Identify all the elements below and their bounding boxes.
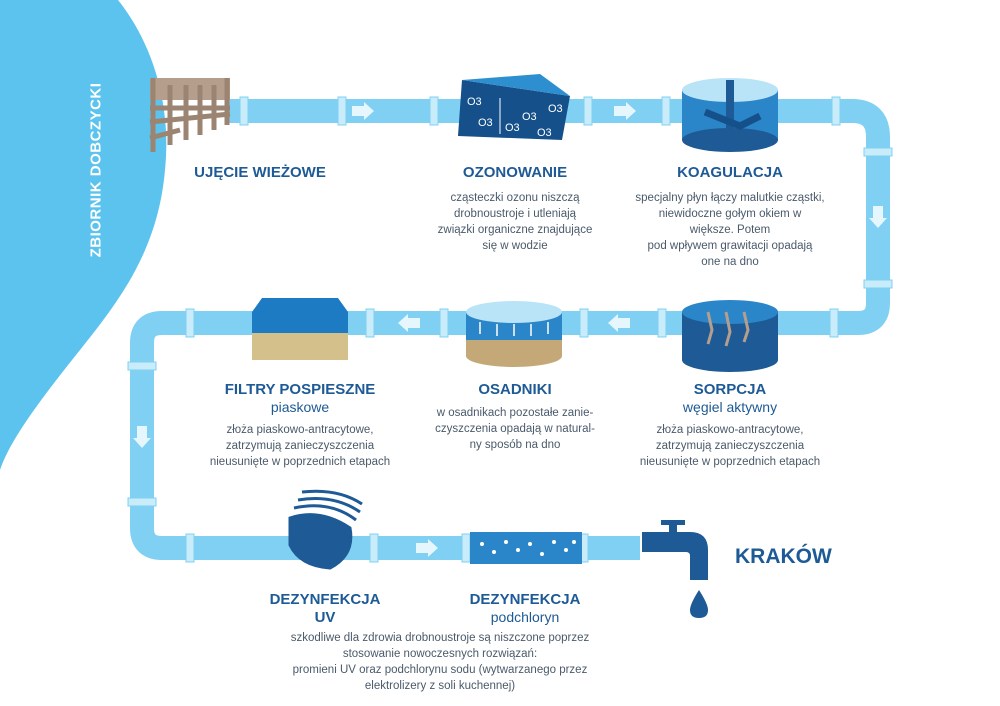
sorption-block: SORPCJA węgiel aktywny złoża piaskowo-an… bbox=[620, 381, 840, 470]
ozone-tank-icon: O3 O3 O3 O3 O3 O3 bbox=[458, 74, 570, 140]
rapid-filters-subtitle: piaskowe bbox=[270, 399, 330, 415]
pipe-joints bbox=[127, 96, 893, 563]
coagulation-title: KOAGULACJA bbox=[677, 164, 783, 181]
ozone-label: O3 bbox=[537, 127, 552, 139]
rapid-filters-title: FILTRY POSPIESZNE bbox=[224, 381, 376, 398]
ozone-label: O3 bbox=[467, 96, 482, 108]
sorption-tank-icon bbox=[682, 300, 778, 372]
flow-arrow-icon bbox=[608, 314, 630, 332]
flow-arrow-icon bbox=[869, 206, 887, 228]
coagulation-tank-icon bbox=[682, 78, 778, 152]
ozone-label: O3 bbox=[505, 122, 520, 134]
ozonation-title: OZONOWANIE bbox=[462, 164, 568, 181]
settler-tank-icon bbox=[466, 301, 562, 367]
sorption-desc: złoża piaskowo-antracytowe, zatrzymują z… bbox=[639, 424, 821, 468]
coagulation-desc: specjalny płyn łączy malutkie cząstki, n… bbox=[635, 192, 825, 268]
water-tap-icon bbox=[642, 520, 708, 580]
ozone-label: O3 bbox=[548, 103, 563, 115]
reservoir-shape bbox=[0, 0, 167, 470]
ozone-label: O3 bbox=[522, 111, 537, 123]
intake-title: UJĘCIE WIEŻOWE bbox=[194, 164, 326, 181]
tower-icon bbox=[149, 78, 231, 152]
hypochlorite-tube-icon bbox=[470, 532, 582, 564]
flow-arrow-icon bbox=[398, 314, 420, 332]
destination-label: KRAKÓW bbox=[735, 545, 832, 568]
reservoir-label: ZBIORNIK DOBCZYCKI bbox=[87, 82, 105, 258]
hypochlorite-block: DEZYNFEKCJA podchloryn bbox=[445, 591, 605, 626]
ozonation-block: OZONOWANIE cząsteczki ozonu niszczą drob… bbox=[420, 164, 610, 254]
hypochlorite-subtitle: podchloryn bbox=[490, 609, 560, 625]
settlers-desc: w osadnikach pozostałe zanie- czyszczeni… bbox=[435, 407, 595, 451]
settlers-title: OSADNIKI bbox=[478, 381, 552, 398]
coagulation-block: KOAGULACJA specjalny płyn łączy malutkie… bbox=[620, 164, 840, 270]
hypochlorite-title: DEZYNFEKCJA bbox=[469, 591, 581, 608]
sand-filter-icon bbox=[252, 298, 348, 360]
water-drop-icon bbox=[690, 590, 708, 618]
ozone-label: O3 bbox=[478, 117, 493, 129]
flow-arrow-icon bbox=[133, 426, 151, 448]
flow-arrow-icon bbox=[614, 102, 636, 120]
settlers-block: OSADNIKI w osadnikach pozostałe zanie- c… bbox=[415, 381, 615, 453]
uv-title: DEZYNFEKCJA UV bbox=[269, 591, 381, 626]
flow-arrows bbox=[133, 102, 887, 557]
disinfection-desc: szkodliwe dla zdrowia drobnoustroje są n… bbox=[290, 632, 590, 692]
flow-arrow-icon bbox=[416, 539, 438, 557]
flow-arrow-icon bbox=[352, 102, 374, 120]
sorption-title: SORPCJA bbox=[693, 381, 767, 398]
ozonation-desc: cząsteczki ozonu niszczą drobnoustroje i… bbox=[437, 192, 593, 252]
rapid-filters-desc: złoża piaskowo-antracytowe, zatrzymują z… bbox=[209, 424, 391, 468]
rapid-filters-block: FILTRY POSPIESZNE piaskowe złoża piaskow… bbox=[190, 381, 410, 470]
uv-lamp-icon bbox=[288, 489, 363, 570]
sorption-subtitle: węgiel aktywny bbox=[682, 399, 778, 415]
